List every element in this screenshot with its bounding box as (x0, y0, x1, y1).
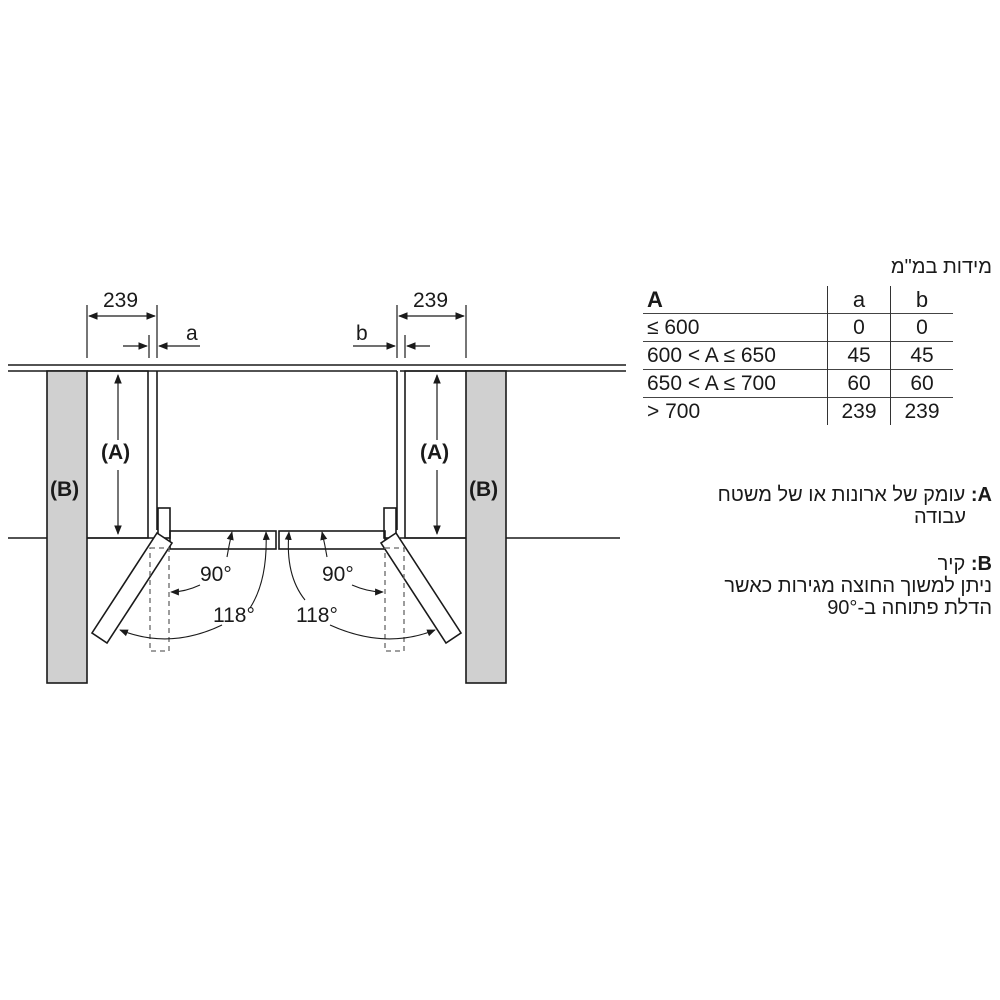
depth-label-left: (A) (101, 441, 130, 464)
left-door-open (90, 531, 174, 645)
units-label: מידות במ"מ (890, 256, 992, 278)
cell-b: 60 (890, 369, 953, 398)
legend-a-text-1: עומק של ארונות או של משטח (717, 484, 966, 506)
cell-range: 600 < A ≤ 650 (643, 341, 828, 370)
cell-range: 650 < A ≤ 700 (643, 369, 828, 398)
header-b: b (890, 286, 953, 314)
legend-b-text-1: ניתן למשוך החוצה מגירות כאשר (724, 575, 992, 597)
angle-90-left: 90° (200, 563, 232, 586)
cell-range: ≤ 600 (643, 313, 828, 342)
table-header-row: A a b (643, 286, 953, 314)
left-wall (46, 370, 88, 684)
cell-b: 0 (890, 313, 953, 342)
cell-a: 239 (827, 397, 891, 425)
table-row: ≤ 600 0 0 (643, 313, 953, 342)
gap-a-label: a (186, 322, 198, 345)
dimension-lines (86, 305, 467, 535)
cell-b: 45 (890, 341, 953, 370)
cell-range: > 700 (643, 397, 828, 425)
clearance-table: A a b ≤ 600 0 0 600 < A ≤ 650 45 45 650 … (643, 286, 953, 425)
right-door-open (379, 531, 463, 645)
table-row: 600 < A ≤ 650 45 45 (643, 341, 953, 370)
angle-118-left: 118° (213, 604, 255, 627)
header-a: a (827, 286, 891, 314)
depth-label-right: (A) (420, 441, 449, 464)
legend-b-title: קיר (937, 553, 966, 575)
fridge-body (156, 370, 398, 550)
left-clearance-label: 239 (103, 289, 138, 312)
legend-a-key: A: (970, 484, 992, 506)
cabinet-edges (87, 370, 466, 539)
wall-label-left: (B) (50, 478, 79, 501)
table-row: > 700 239 239 (643, 397, 953, 425)
legend-a: A: עומק של ארונות או של משטח עבודה (662, 484, 992, 528)
right-clearance-label: 239 (413, 289, 448, 312)
angle-90-right: 90° (322, 563, 354, 586)
legend-b-text-2: הדלת פתוחה ב-90° (827, 597, 992, 619)
header-a-range: A (647, 287, 663, 312)
cell-a: 60 (827, 369, 891, 398)
cell-a: 45 (827, 341, 891, 370)
door-90-outline (149, 547, 405, 652)
legend-a-text-2: עבודה (914, 506, 966, 528)
legend-b-key: B: (970, 553, 992, 575)
angle-118-right: 118° (296, 604, 338, 627)
right-wall (465, 370, 507, 684)
wall-label-right: (B) (469, 478, 498, 501)
angle-arcs (119, 531, 436, 640)
cell-a: 0 (827, 313, 891, 342)
legend-b: B: קיר ניתן למשוך החוצה מגירות כאשר הדלת… (662, 553, 992, 619)
gap-b-label: b (356, 322, 368, 345)
cell-b: 239 (890, 397, 953, 425)
table-row: 650 < A ≤ 700 60 60 (643, 369, 953, 398)
